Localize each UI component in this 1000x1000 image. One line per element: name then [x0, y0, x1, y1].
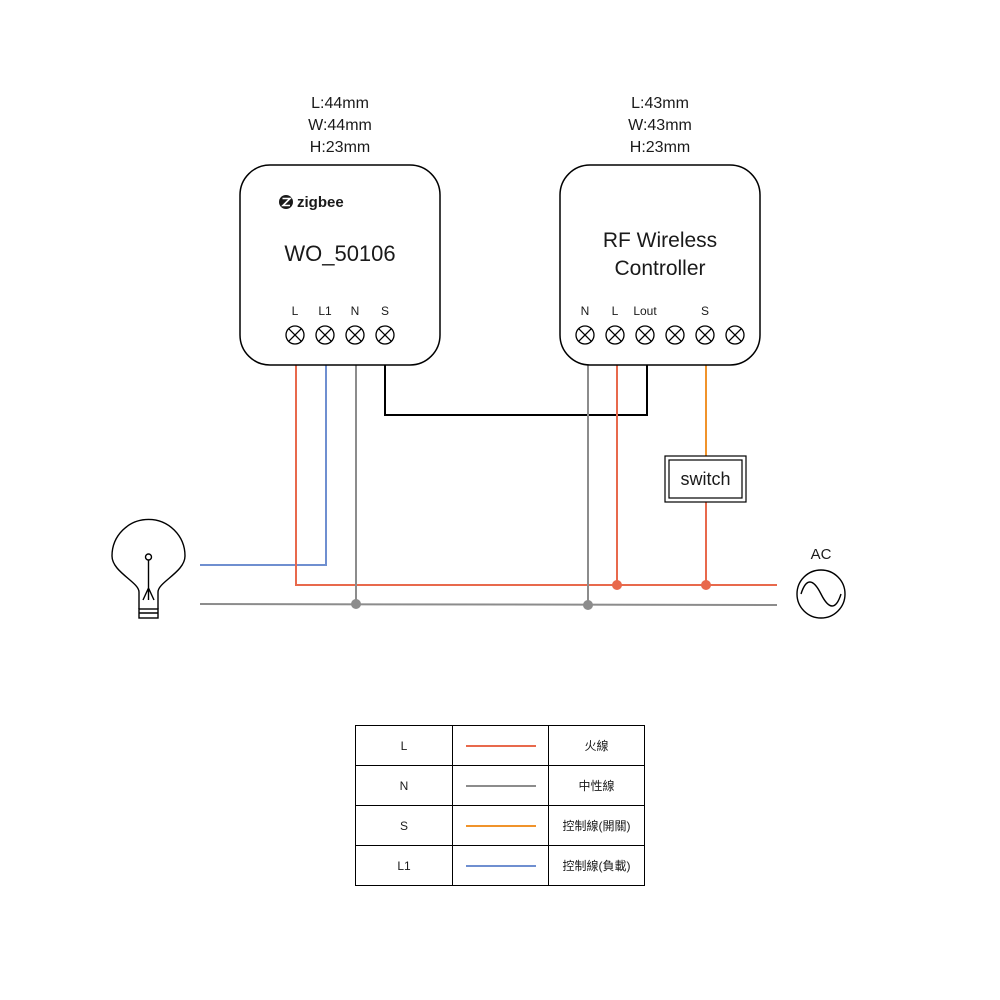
- legend-code: N: [355, 765, 453, 806]
- legend-line-swatch: [465, 825, 536, 828]
- legend-row: S 控制線(開關): [355, 805, 645, 846]
- terminal-screw-icon: [575, 325, 595, 345]
- legend-line-swatch: [465, 745, 536, 748]
- terminal-screw-icon: [375, 325, 395, 345]
- switch-label: switch: [680, 469, 730, 489]
- link-wire: [384, 365, 648, 416]
- terminal-screw-icon: [285, 325, 305, 345]
- legend-line-swatch: [465, 785, 536, 788]
- junctions: [351, 580, 711, 610]
- device-a-length: L:44mm: [311, 95, 369, 112]
- junction-dot: [701, 580, 711, 590]
- terminal-screw-icon: [725, 325, 745, 345]
- device-a-terminal-label: L: [292, 304, 299, 318]
- device-a-terminals: [285, 325, 395, 345]
- device-a-terminal-label: N: [351, 304, 360, 318]
- legend-description: 控制線(負載): [548, 845, 645, 886]
- device-a-width: W:44mm: [308, 117, 372, 134]
- device-a-dimensions: L:44mm W:44mm H:23mm: [308, 95, 372, 156]
- ac-source-icon: [796, 569, 846, 619]
- device-b-dimensions: L:43mm W:43mm H:23mm: [628, 95, 692, 156]
- legend-swatch-cell: [452, 765, 549, 806]
- junction-dot: [612, 580, 622, 590]
- device-a-terminal-label: L1: [318, 304, 332, 318]
- legend-swatch-cell: [452, 805, 549, 846]
- device-b-height: H:23mm: [630, 139, 690, 156]
- terminal-screw-icon: [665, 325, 685, 345]
- legend-description: 控制線(開關): [548, 805, 645, 846]
- junction-dot: [583, 600, 593, 610]
- load-wire-l1: [200, 365, 327, 566]
- terminal-screw-icon: [315, 325, 335, 345]
- terminal-screw-icon: [345, 325, 365, 345]
- device-b: RF Wireless Controller N L Lout S: [559, 164, 761, 366]
- legend-code: L1: [355, 845, 453, 886]
- legend-code: S: [355, 805, 453, 846]
- legend-table: L 火線 N 中性線 S 控制線(開關) L1 控制線(負載): [355, 725, 645, 886]
- device-b-width: W:43mm: [628, 117, 692, 134]
- device-b-terminal-label: N: [581, 304, 590, 318]
- legend-description: 火線: [548, 725, 645, 766]
- device-b-terminals: [575, 325, 745, 345]
- device-b-terminal-label: Lout: [633, 304, 657, 318]
- legend-row: L1 控制線(負載): [355, 845, 645, 886]
- legend-row: L 火線: [355, 725, 645, 766]
- device-b-body: [559, 164, 761, 366]
- legend-code: L: [355, 725, 453, 766]
- terminal-screw-icon: [635, 325, 655, 345]
- legend-line-swatch: [465, 865, 536, 868]
- device-b-length: L:43mm: [631, 95, 689, 112]
- zigbee-logo-icon: [279, 195, 293, 209]
- light-bulb-icon: [111, 518, 186, 619]
- device-a-brand: zigbee: [297, 194, 344, 211]
- device-b-terminal-label: S: [701, 304, 709, 318]
- device-a-body: [239, 164, 441, 366]
- device-a-terminal-label: S: [381, 304, 389, 318]
- legend-swatch-cell: [452, 725, 549, 766]
- device-a: zigbee WO_50106 L L1 N S: [239, 164, 441, 366]
- legend-swatch-cell: [452, 845, 549, 886]
- neutral-wire-main: [199, 603, 778, 606]
- junction-dot: [351, 599, 361, 609]
- device-b-terminal-label: L: [612, 304, 619, 318]
- ac-label: AC: [811, 546, 832, 563]
- switch-box: switch: [664, 455, 747, 503]
- device-a-height: H:23mm: [310, 139, 370, 156]
- legend-description: 中性線: [548, 765, 645, 806]
- terminal-screw-icon: [605, 325, 625, 345]
- device-a-model: WO_50106: [284, 241, 395, 266]
- legend-row: N 中性線: [355, 765, 645, 806]
- terminal-screw-icon: [695, 325, 715, 345]
- device-b-title-line-1: RF Wireless: [603, 229, 717, 252]
- device-b-title-line-2: Controller: [614, 257, 705, 280]
